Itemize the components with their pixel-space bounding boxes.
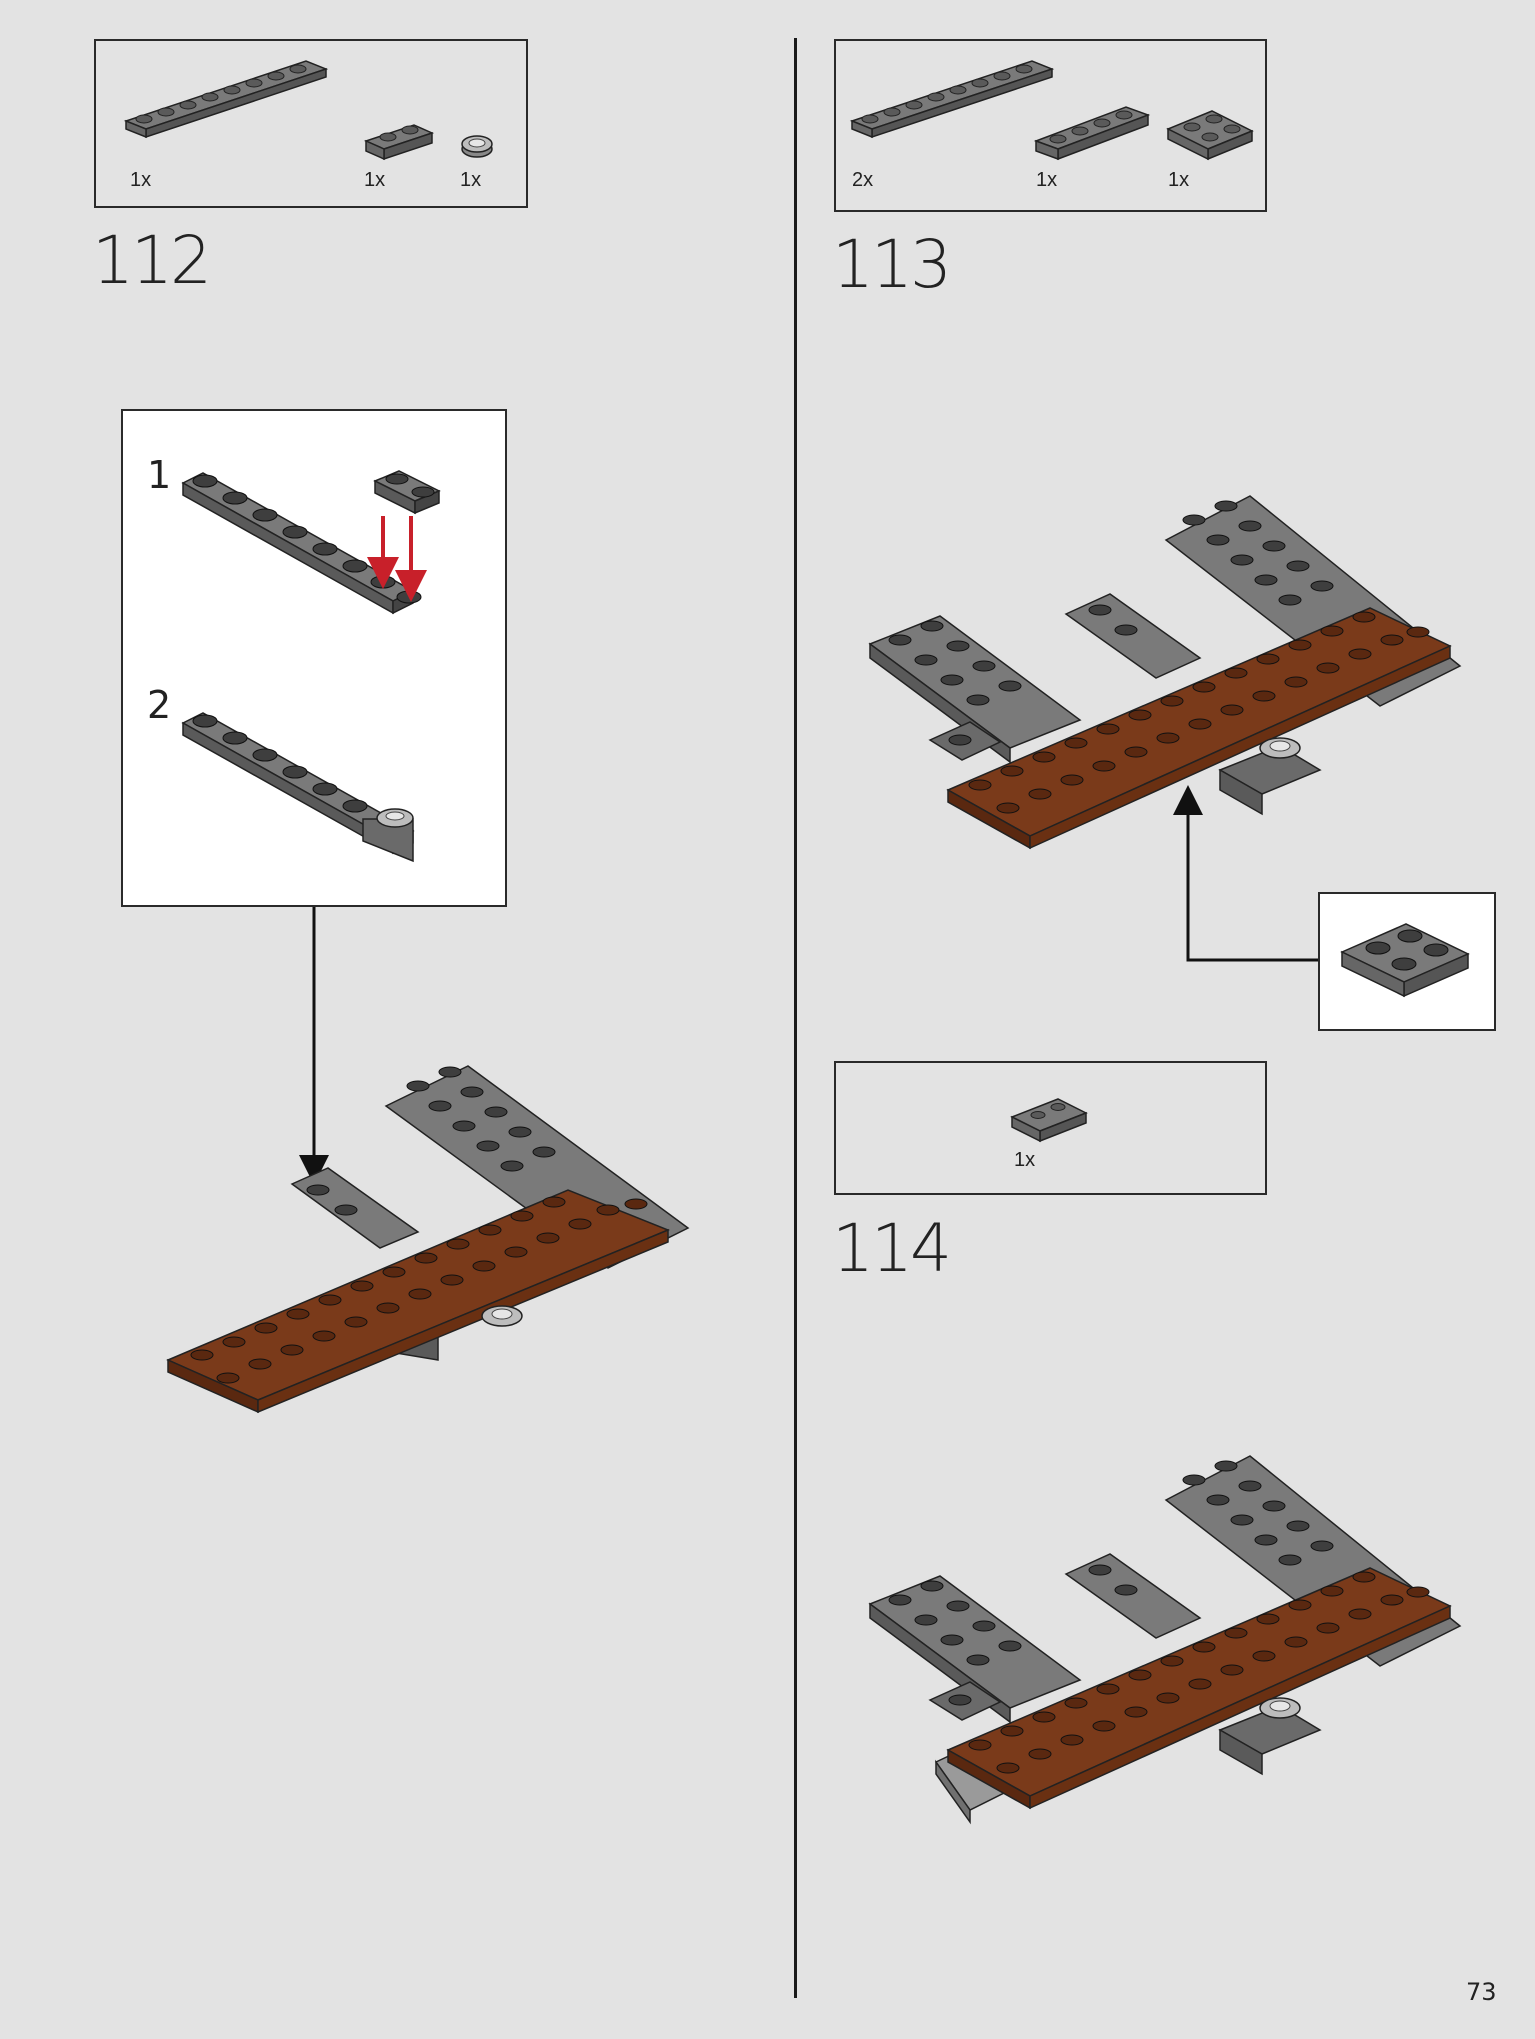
step-number: 112 — [92, 222, 212, 299]
substep-number: 2 — [147, 683, 172, 727]
part-qty: 1x — [460, 169, 482, 191]
part-qty: 1x — [1168, 169, 1190, 191]
substep-2-illustration — [181, 712, 415, 863]
part-callout-2x2-plate — [1318, 892, 1496, 1031]
tile-grille-icon — [1010, 1098, 1088, 1143]
model-illustration-step-114 — [868, 1455, 1462, 1825]
parts-callout-step-114: 1x — [834, 1061, 1267, 1195]
part-qty: 1x — [1036, 169, 1058, 191]
round-tile-icon — [461, 135, 493, 158]
plate-2x2-icon — [1340, 923, 1470, 998]
model-illustration-step-112 — [166, 1065, 690, 1414]
substep-1-illustration — [181, 470, 441, 615]
parts-callout-step-113: 2x 1x 1x — [834, 39, 1267, 212]
page-divider — [794, 38, 797, 1998]
step-number: 114 — [832, 1210, 952, 1287]
plate-1x2-icon — [363, 124, 435, 161]
page-number: 73 — [1466, 1978, 1497, 2006]
model-illustration-step-113 — [868, 495, 1462, 850]
part-qty: 1x — [364, 169, 386, 191]
part-qty: 1x — [130, 169, 152, 191]
plate-1x8-icon — [849, 60, 1055, 139]
part-qty: 2x — [852, 169, 874, 191]
step-number: 113 — [832, 226, 952, 303]
substep-number: 1 — [147, 453, 172, 497]
parts-callout-step-112: 1x 1x 1x — [94, 39, 528, 208]
subassembly-callout: 1 2 — [121, 409, 507, 907]
plate-1x8-icon — [123, 60, 329, 139]
plate-2x2-icon — [1166, 110, 1254, 161]
part-qty: 1x — [1014, 1149, 1036, 1171]
plate-1x4-icon — [1033, 106, 1151, 161]
